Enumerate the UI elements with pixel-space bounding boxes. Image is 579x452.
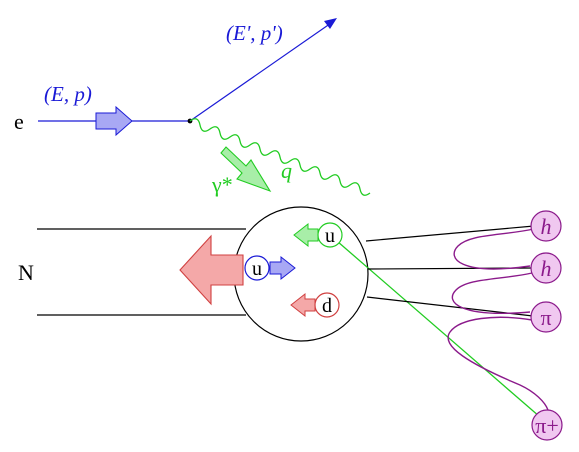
string-loop-1: [453, 228, 535, 270]
hadron-h-1-label: h: [541, 214, 552, 239]
spectator-u-circle: [244, 255, 270, 281]
virtual-photon-line: [189, 118, 371, 196]
spectator-d-label: d: [322, 295, 332, 317]
remnant-arrow: [179, 234, 244, 306]
spectator-u-label: u: [252, 258, 262, 280]
struck-quark-label: u: [325, 225, 335, 247]
outgoing-electron-line: [189, 20, 335, 122]
hadron-h-1: [530, 210, 562, 242]
string-loop-2: [451, 272, 533, 314]
hadron-pi-plus: [531, 409, 563, 441]
hadron-pi: [530, 301, 562, 333]
photon-momentum-label: q: [281, 158, 292, 183]
hadron-h-2: [530, 252, 562, 284]
struck-quark-arrow: [293, 222, 319, 248]
spectator-d-arrow: [290, 292, 316, 318]
electron-label: e: [14, 109, 24, 134]
outgoing-momentum-label: (E', p'): [226, 21, 283, 45]
hadron-pi-label: π: [540, 305, 551, 330]
spectator-d-circle: [314, 292, 340, 318]
hadron-h-2-label: h: [541, 256, 552, 281]
outgoing-electron-arrowhead: [324, 18, 337, 29]
incoming-momentum-label: (E, p): [44, 82, 92, 106]
hadron-line-1: [365, 225, 535, 242]
struck-quark-line: [329, 234, 548, 424]
string-loop-3: [447, 316, 549, 411]
spectator-u-arrow: [269, 255, 296, 281]
struck-quark-circle: [317, 222, 343, 248]
nucleon-label: N: [18, 260, 34, 285]
incoming-momentum-arrow: [95, 105, 133, 137]
photon-label: γ*: [211, 172, 233, 197]
photon-momentum-arrow: [220, 146, 272, 193]
hadron-pi-plus-label: π+: [535, 413, 559, 438]
